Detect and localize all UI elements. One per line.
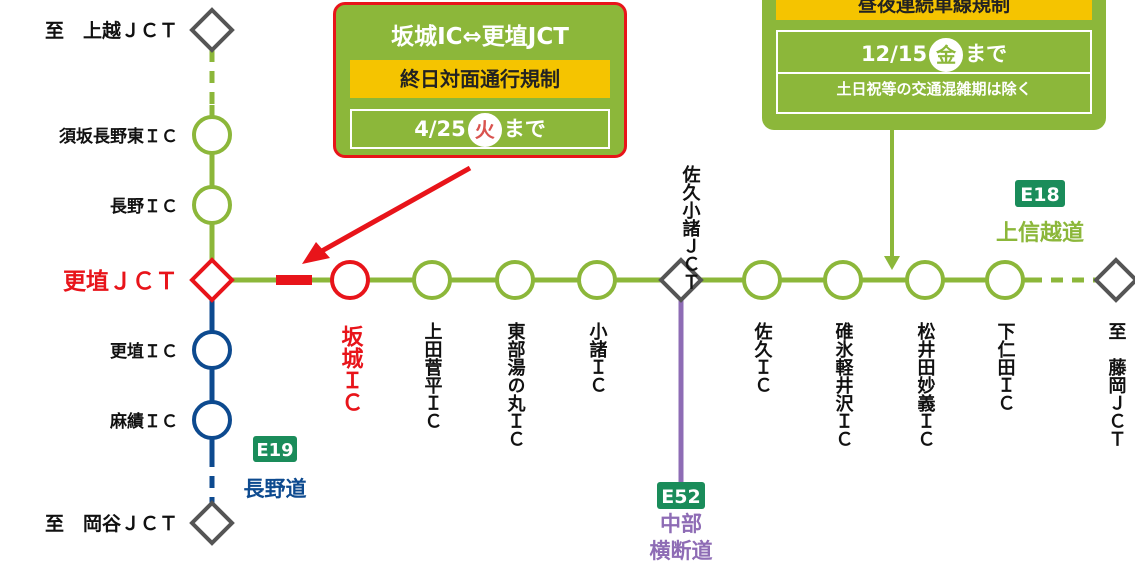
e52-code: E52 xyxy=(661,486,700,508)
label-shimonita: 下仁田ＩＣ xyxy=(995,322,1016,412)
label-kohshoku-ic: 更埴ＩＣ xyxy=(110,341,178,362)
junction-diamond-top xyxy=(189,7,235,53)
callout-right-day: 金 xyxy=(929,38,964,72)
label-komoro: 小諸ＩＣ xyxy=(587,322,608,394)
e18-code: E18 xyxy=(1020,184,1059,206)
e52-name: 中部 xyxy=(660,512,702,536)
station-circle-usui xyxy=(823,260,863,300)
station-circle-nagano xyxy=(192,185,232,225)
station-circle-tobu xyxy=(495,260,535,300)
callout-right-date-a: 12/15 xyxy=(860,42,928,66)
callout-left-date-a: 4/25 xyxy=(414,117,466,141)
e18-sign: E18 上信越道 xyxy=(996,180,1084,246)
station-circle-komoro xyxy=(577,260,617,300)
label-omi: 麻績ＩＣ xyxy=(109,411,178,432)
callout-left-band: 終日対面通行規制 xyxy=(350,60,610,98)
callout-right-band: 昼夜連続車線規制 xyxy=(776,0,1092,20)
e19-sign: E19 長野道 xyxy=(244,436,307,501)
station-circle-shimonita xyxy=(985,260,1025,300)
label-matsuida-myogi: 松井田妙義ＩＣ xyxy=(915,321,936,448)
label-suzaka: 須坂長野東ＩＣ xyxy=(59,126,178,147)
label-kohshoku-jct: 更埴ＪＣＴ xyxy=(63,268,178,295)
label-saku-komoro-jct: 佐久小諸ＪＣＴ xyxy=(680,164,702,291)
label-to-okaya: 至 岡谷ＪＣＴ xyxy=(45,513,178,535)
label-nagano: 長野ＩＣ xyxy=(110,197,178,217)
main-line-station-labels: 坂城ＩＣ 上田菅平ＩＣ 東部湯の丸ＩＣ 小諸ＩＣ 佐久小諸ＪＣＴ 佐久ＩＣ 碓氷軽井沢ＩＣ 松… xyxy=(338,164,1127,448)
label-ueda-sugadaira: 上田菅平ＩＣ xyxy=(422,322,443,430)
callout-left-date-b: まで xyxy=(503,117,546,141)
label-sakaki: 坂城ＩＣ xyxy=(338,325,364,413)
station-circle-suzaka xyxy=(192,115,232,155)
label-to-fujioka: 至 藤岡ＪＣＴ xyxy=(1106,322,1127,448)
e19-name: 長野道 xyxy=(244,477,307,501)
junction-diamond-bottom xyxy=(189,500,235,546)
red-arrow-head xyxy=(302,242,330,264)
e52-name2: 横断道 xyxy=(650,539,713,563)
callout-left-title: 坂城IC⇔更埴JCT xyxy=(391,24,569,50)
junction-diamond-saku xyxy=(658,257,704,303)
station-circle-matsuida xyxy=(905,260,945,300)
station-circle-sakaki xyxy=(330,260,370,300)
callout-left-day: 火 xyxy=(467,113,502,147)
label-tobu-yunomaru: 東部湯の丸ＩＣ xyxy=(505,321,527,448)
e52-sign: E52 中部 横断道 xyxy=(650,482,713,563)
label-to-joetsu: 至 上越ＪＣＴ xyxy=(45,19,178,42)
e19-code: E19 xyxy=(256,440,293,461)
station-circle-saku xyxy=(742,260,782,300)
callout-right-date-b: まで xyxy=(965,42,1008,66)
green-arrow-head xyxy=(884,256,900,270)
e18-name: 上信越道 xyxy=(996,220,1084,246)
station-circle-ueda xyxy=(412,260,452,300)
station-circle-omi xyxy=(192,400,232,440)
label-saku: 佐久ＩＣ xyxy=(752,321,774,394)
junction-diamond-fujioka xyxy=(1093,257,1135,303)
red-arrow-shaft xyxy=(318,165,472,255)
station-circle-kohshoku xyxy=(192,330,232,370)
label-usui-karuizawa: 碓氷軽井沢ＩＣ xyxy=(833,321,854,448)
callout-right-note: 土日祝等の交通混雑期は除く xyxy=(778,72,1090,104)
junction-diamond-kohshoku xyxy=(189,257,235,303)
